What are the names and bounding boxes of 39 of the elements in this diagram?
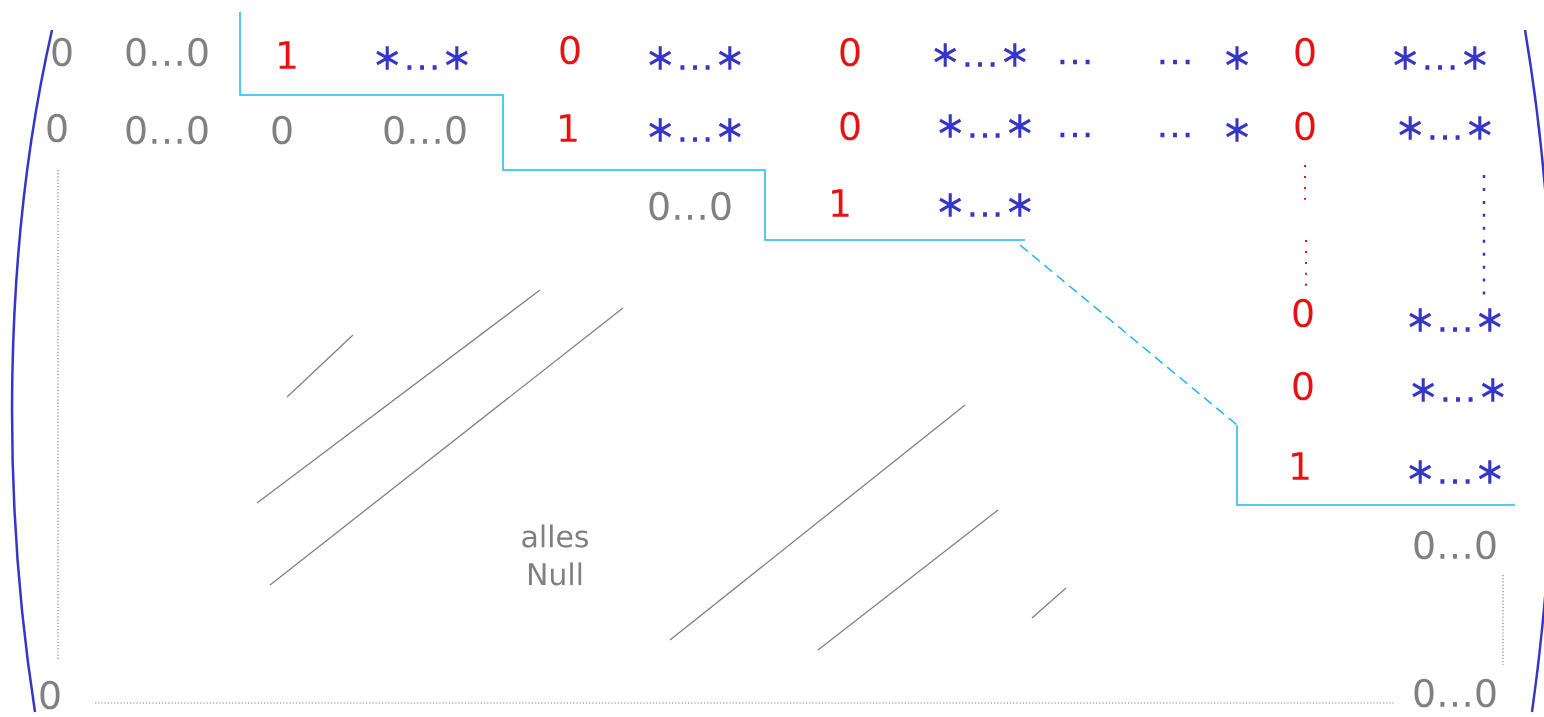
matrix-entry: 0 [1293,298,1313,328]
matrix-entry: 0…0 [126,115,208,145]
matrix-entry: ∗…∗ [1394,46,1486,70]
matrix-entry: 1 [279,41,296,69]
matrix-entry: 0 [1295,111,1315,141]
matrix-entry: ∗…∗ [1399,116,1491,140]
matrix-entry: 0 [1293,371,1313,401]
matrix-entry: 1 [832,189,849,217]
matrix-entry: ∗ [1226,46,1249,70]
matrix-entry: 0 [560,35,580,65]
matrix-entry: ∗…∗ [1409,308,1501,332]
matrix-entry: … [1160,59,1190,65]
matrix-entry: 0 [1295,37,1315,67]
matrix-entry: ∗…∗ [939,193,1031,217]
matrix-entry: … [1060,59,1090,65]
matrix-entry: 0 [840,37,860,67]
matrix-entry: ∗…∗ [649,46,741,70]
matrix-entry: 0…0 [649,191,731,221]
matrix-entry: 0 [40,680,60,710]
matrix-entry: 0…0 [384,115,466,145]
matrix-entry: … [1060,132,1090,138]
matrix-entry: ∗…∗ [1412,378,1504,402]
region-label: alles Null [522,524,588,586]
matrix-entry: … [1160,132,1190,138]
matrix-entry: 0…0 [1414,530,1496,560]
matrix-entry: 0…0 [1414,678,1496,708]
matrix-entry: 0…0 [126,37,208,67]
matrix-entry: ∗…∗ [934,43,1026,67]
matrix-entry: ∗…∗ [376,46,468,70]
matrix-entry: ∗…∗ [649,118,741,142]
matrix-entry: 0 [47,113,67,143]
matrix-entry: ∗…∗ [1409,460,1501,484]
matrix-entry: 0 [52,37,72,67]
matrix-entry: 1 [1292,452,1309,480]
matrix-entry: ∗ [1226,118,1249,142]
matrix-entry: 1 [560,114,577,142]
matrix-entry: ∗…∗ [939,114,1031,138]
matrix-entry: 0 [272,115,292,145]
matrix-entry: 0 [840,111,860,141]
